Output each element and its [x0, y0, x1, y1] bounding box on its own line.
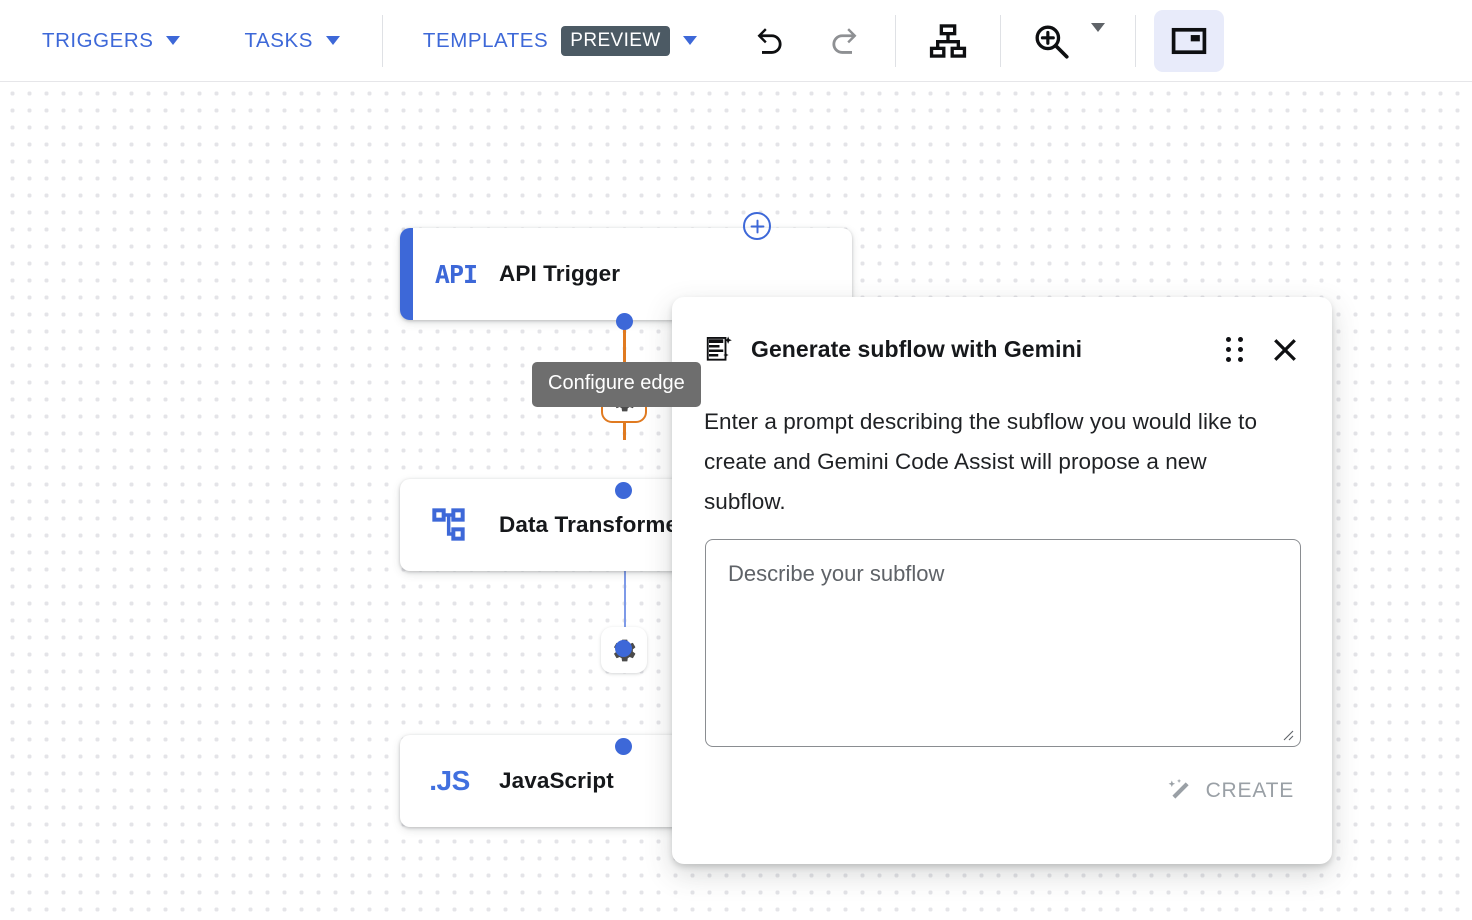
toolbar-divider — [999, 14, 1001, 67]
auto-layout-button[interactable] — [920, 13, 976, 69]
add-node-button[interactable] — [743, 212, 771, 240]
generate-subflow-dialog: Generate subflow with Gemini Enter a pro… — [672, 297, 1332, 864]
menu-templates-label: TEMPLATES — [422, 28, 549, 52]
toolbar-divider — [1134, 14, 1136, 67]
node-data-transformer-label: Data Transformer — [499, 512, 687, 537]
menu-tasks[interactable]: TASKS — [238, 17, 345, 65]
api-icon: API — [434, 259, 478, 289]
redo-button[interactable] — [815, 13, 871, 69]
picture-in-picture-icon — [1171, 27, 1206, 54]
node-api-trigger-label: API Trigger — [499, 261, 621, 286]
minimap-toggle[interactable] — [1153, 9, 1224, 72]
undo-button[interactable] — [743, 13, 799, 69]
menu-tasks-label: TASKS — [244, 28, 313, 52]
port-javascript-output[interactable] — [615, 738, 632, 755]
create-button-label: CREATE — [1205, 779, 1294, 802]
zoom-in-icon — [1035, 25, 1069, 59]
chevron-down-icon — [166, 36, 181, 45]
preview-badge: PREVIEW — [561, 25, 670, 56]
dialog-description: Enter a prompt describing the subflow yo… — [704, 409, 1258, 514]
dialog-title: Generate subflow with Gemini — [751, 336, 1083, 362]
app-toolbar: TRIGGERS TASKS TEMPLATES PREVIEW — [0, 0, 1472, 82]
port-api-trigger-output[interactable] — [616, 313, 633, 330]
menu-triggers[interactable]: TRIGGERS — [36, 17, 186, 65]
zoom-button[interactable] — [1023, 13, 1079, 69]
edge-api-to-transform[interactable] — [623, 240, 626, 440]
close-icon[interactable] — [1270, 335, 1300, 365]
chevron-down-icon — [1090, 22, 1105, 49]
generate-document-icon — [706, 336, 732, 361]
port-data-transformer-output[interactable] — [615, 482, 632, 499]
hierarchy-icon — [929, 23, 966, 58]
port-javascript-input[interactable] — [615, 640, 632, 657]
magic-wand-icon — [1168, 778, 1189, 799]
drag-handle-icon[interactable] — [1226, 337, 1243, 362]
chevron-down-icon — [682, 36, 697, 45]
menu-triggers-label: TRIGGERS — [42, 28, 154, 52]
configure-edge-tooltip: Configure edge — [532, 362, 701, 407]
data-transform-icon — [400, 505, 499, 545]
menu-templates[interactable]: TEMPLATES PREVIEW — [417, 17, 703, 65]
node-javascript-label: JavaScript — [499, 768, 614, 793]
node-accent-bar — [400, 228, 413, 320]
plus-icon — [750, 219, 764, 233]
toolbar-divider — [381, 14, 383, 67]
subflow-prompt-input[interactable] — [705, 539, 1301, 747]
zoom-dropdown[interactable] — [1083, 22, 1113, 58]
javascript-icon: .JS — [429, 765, 470, 796]
undo-icon — [757, 27, 782, 54]
chevron-down-icon — [325, 36, 340, 45]
dialog-header: Generate subflow with Gemini — [704, 297, 1300, 402]
toolbar-divider — [894, 14, 896, 67]
create-button[interactable]: CREATE — [1152, 767, 1308, 815]
redo-icon — [832, 27, 857, 54]
